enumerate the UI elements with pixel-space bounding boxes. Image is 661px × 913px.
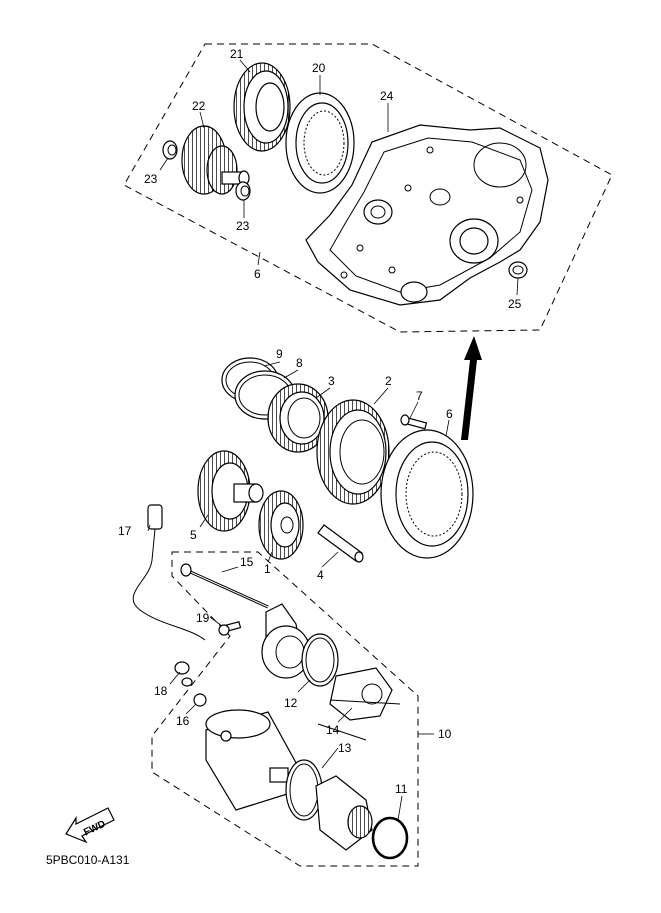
callout-8: 8 — [296, 356, 303, 370]
callout-23-right: 23 — [236, 219, 250, 233]
callout-24: 24 — [380, 89, 394, 103]
callout-6-upper: 6 — [254, 267, 261, 281]
part-23-bearing-left[interactable] — [162, 140, 178, 160]
callout-7: 7 — [416, 389, 423, 403]
part-21-gear[interactable] — [233, 62, 291, 152]
part-23-bearing-right[interactable] — [235, 181, 251, 201]
callout-1: 1 — [264, 562, 271, 576]
callout-2: 2 — [385, 374, 392, 388]
part-25-seal[interactable] — [508, 261, 528, 279]
callout-11: 11 — [395, 782, 408, 796]
part-16-washer[interactable] — [193, 693, 207, 707]
callout-6-middle: 6 — [446, 407, 453, 421]
part-5-gear-with-shaft[interactable] — [197, 450, 264, 532]
leader-lines — [147, 59, 519, 821]
part-14-brush-plate[interactable] — [317, 667, 401, 741]
part-4-shaft[interactable] — [317, 524, 364, 563]
part-11-o-ring[interactable] — [371, 816, 409, 860]
callout-17: 17 — [118, 524, 132, 538]
callout-13: 13 — [338, 741, 352, 755]
fwd-arrow: FWD — [65, 807, 115, 844]
part-22-double-gear[interactable] — [181, 125, 250, 195]
direction-arrow — [461, 336, 482, 440]
callout-12: 12 — [284, 696, 298, 710]
part-6-bearing-housing[interactable] — [380, 429, 474, 559]
part-3-one-way-clutch[interactable] — [267, 383, 329, 453]
diagram-code: 5PBC010-A131 — [46, 853, 130, 867]
part-7-bolt[interactable] — [400, 414, 428, 430]
callout-23-left: 23 — [144, 172, 158, 186]
callout-25: 25 — [508, 297, 522, 311]
callout-21: 21 — [230, 47, 244, 61]
starter-motor-boundary — [151, 551, 419, 867]
part-20-bearing[interactable] — [285, 92, 355, 194]
callout-10: 10 — [438, 727, 452, 741]
callout-14: 14 — [326, 723, 340, 737]
callout-15: 15 — [240, 555, 254, 569]
callout-4: 4 — [317, 568, 324, 582]
callout-20: 20 — [312, 61, 326, 75]
callout-22: 22 — [192, 99, 206, 113]
part-18-nut[interactable] — [174, 661, 193, 687]
part-24-crankcase-cover[interactable] — [305, 124, 549, 306]
callout-18: 18 — [154, 684, 168, 698]
part-17-lead-wire[interactable] — [132, 504, 206, 641]
part-12-front-cover[interactable] — [261, 603, 339, 687]
starter-rear-housing[interactable] — [315, 775, 373, 851]
callout-19: 19 — [196, 611, 210, 625]
part-1-small-gear[interactable] — [258, 490, 304, 560]
part-2-large-gear[interactable] — [316, 399, 390, 505]
callout-9: 9 — [276, 347, 283, 361]
callout-3: 3 — [328, 374, 335, 388]
callout-16: 16 — [176, 714, 190, 728]
part-15-long-bolt[interactable] — [180, 563, 269, 609]
callout-5: 5 — [190, 528, 197, 542]
callout-labels: 21 20 24 22 23 23 6 25 9 8 3 2 7 6 5 17 … — [118, 47, 522, 796]
part-19-bolt[interactable] — [218, 621, 242, 636]
